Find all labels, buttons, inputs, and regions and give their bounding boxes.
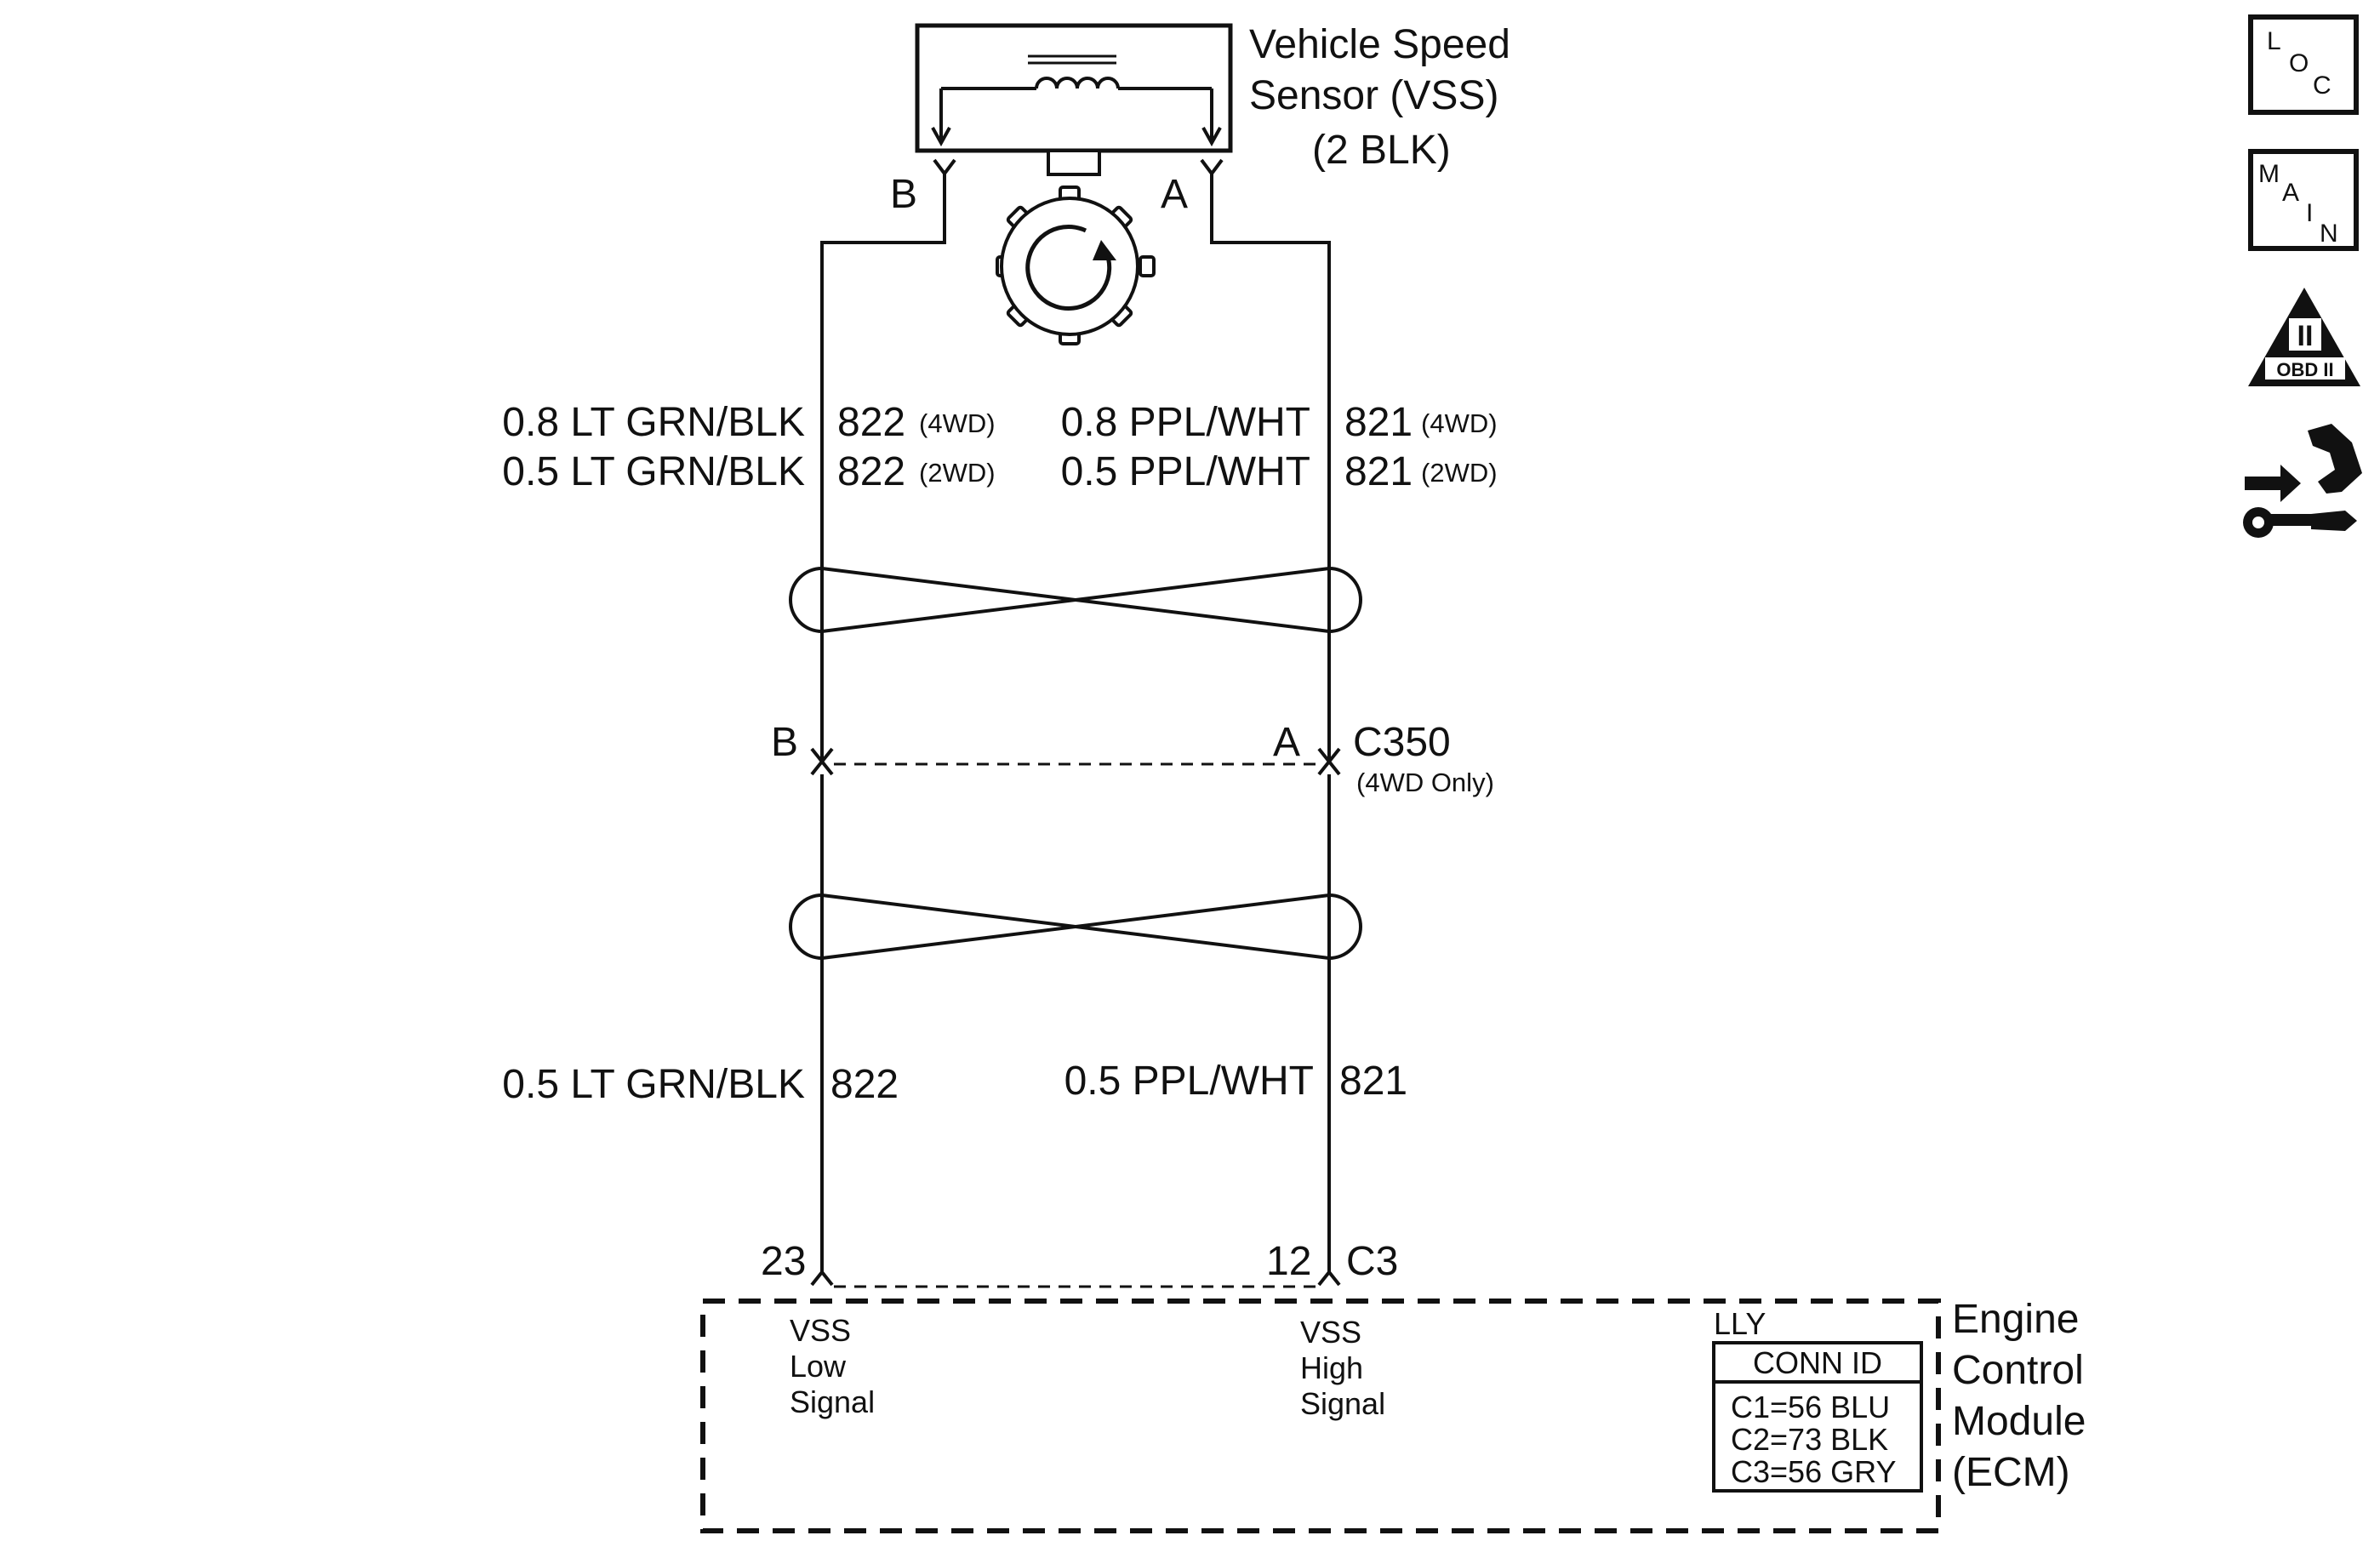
ecm-title-line2: Control <box>1952 1348 2084 1393</box>
wires <box>820 174 1331 1272</box>
wire-822-lower-color: 0.5 LT GRN/BLK <box>502 1062 805 1107</box>
repair-tool-icon[interactable] <box>2243 424 2362 538</box>
main-icon-a: A <box>2282 179 2299 207</box>
conn-id-c3: C3=56 GRY <box>1731 1454 1896 1489</box>
vss-tip <box>1047 149 1101 176</box>
wire-821-2wd-circuit: 821 <box>1344 449 1413 494</box>
conn-id-c1: C1=56 BLU <box>1731 1390 1890 1424</box>
vss-pin-b: B <box>890 172 917 217</box>
ecm-title-line1: Engine <box>1952 1297 2079 1342</box>
vss-title-line3: (2 BLK) <box>1312 128 1451 173</box>
vss-high-line3: Signal <box>1300 1386 1385 1421</box>
main-icon[interactable]: M A I N <box>2248 149 2359 251</box>
lower-wire-labels: 0.5 LT GRN/BLK 822 0.5 PPL/WHT 821 <box>502 1059 1407 1107</box>
c350-pin-b: B <box>771 720 798 765</box>
wire-822-4wd-color: 0.8 LT GRN/BLK <box>502 400 805 445</box>
wire-822-upper <box>820 174 946 762</box>
main-icon-n: N <box>2320 220 2338 248</box>
vss-title-line2: Sensor (VSS) <box>1249 73 1498 118</box>
ecm-title-line4: (ECM) <box>1952 1450 2070 1495</box>
ecm-title-line3: Module <box>1952 1399 2086 1444</box>
wire-822-2wd-circuit: 822 <box>837 449 905 494</box>
loc-icon-o: O <box>2289 49 2309 77</box>
wire-822-4wd-circuit: 822 <box>837 400 905 445</box>
main-icon-i: I <box>2306 199 2313 227</box>
obd-ii-label: OBD II <box>2276 359 2333 380</box>
c350-name: C350 <box>1353 720 1451 765</box>
loc-icon-c: C <box>2313 71 2331 100</box>
wire-821-2wd-color: 0.5 PPL/WHT <box>1061 449 1310 494</box>
wire-822-lower-circuit: 822 <box>830 1062 899 1107</box>
ecm-box <box>700 1299 1941 1533</box>
wire-821-4wd-variant: (4WD) <box>1421 408 1498 438</box>
vss-low-line3: Signal <box>790 1384 875 1419</box>
twisted-pair-lower <box>789 893 1362 960</box>
c350-note: (4WD Only) <box>1356 768 1494 797</box>
connector-c350: B A C350 (4WD Only) <box>771 720 1494 797</box>
reluctor-wheel-icon <box>996 186 1156 345</box>
ecm-pin-23: 23 <box>761 1239 806 1284</box>
vss-low-line2: Low <box>790 1349 847 1384</box>
c350-pin-a: A <box>1273 720 1300 765</box>
upper-wire-labels: 0.8 LT GRN/BLK 822 (4WD) 0.5 LT GRN/BLK … <box>502 400 1497 494</box>
ecm-pin-12: 12 <box>1266 1239 1311 1284</box>
wire-821-lower-color: 0.5 PPL/WHT <box>1064 1059 1314 1104</box>
wire-822-2wd-color: 0.5 LT GRN/BLK <box>502 449 805 494</box>
conn-id-header: CONN ID <box>1753 1345 1882 1380</box>
vss-pin-a: A <box>1161 172 1188 217</box>
wire-821-4wd-circuit: 821 <box>1344 400 1413 445</box>
vss-low-line1: VSS <box>790 1313 851 1348</box>
wire-821-lower-circuit: 821 <box>1339 1059 1407 1104</box>
wire-821-2wd-variant: (2WD) <box>1421 458 1498 488</box>
ecm: 23 12 C3 VSS Low Signal VSS High Signal … <box>700 1239 2086 1533</box>
engine-code: LLY <box>1714 1306 1766 1341</box>
vss-high-line2: High <box>1300 1350 1363 1385</box>
main-icon-m: M <box>2258 160 2280 188</box>
obd-ii-icon[interactable]: II OBD II <box>2248 288 2360 386</box>
wire-821-4wd-color: 0.8 PPL/WHT <box>1061 400 1310 445</box>
wire-822-2wd-variant: (2WD) <box>919 458 996 488</box>
loc-icon-l: L <box>2267 27 2281 55</box>
conn-id-c2: C2=73 BLK <box>1731 1422 1888 1457</box>
loc-icon[interactable]: L O C <box>2248 14 2359 115</box>
vss-coil <box>931 54 1222 147</box>
vss-title-line1: Vehicle Speed <box>1249 22 1510 67</box>
vss-high-line1: VSS <box>1300 1315 1361 1350</box>
wire-821-upper <box>1210 174 1331 762</box>
obd-ii-roman: II <box>2297 320 2314 352</box>
twisted-pair-upper <box>789 567 1362 633</box>
conn-id-table: CONN ID C1=56 BLU C2=73 BLK C3=56 GRY <box>1712 1341 1923 1493</box>
vss-sensor: Vehicle Speed Sensor (VSS) (2 BLK) B A <box>890 22 1510 345</box>
wire-822-4wd-variant: (4WD) <box>919 408 996 438</box>
ecm-connector-c3: C3 <box>1346 1239 1398 1284</box>
